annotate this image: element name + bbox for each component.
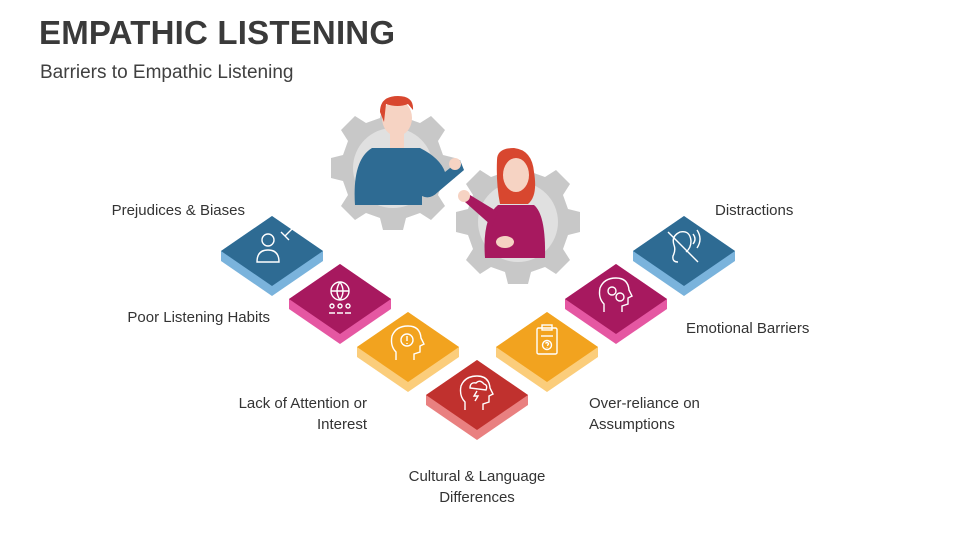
label-distractions: Distractions <box>715 202 794 219</box>
globe-people-icon <box>329 281 351 314</box>
label-over-reliance: Over-reliance on Assumptions <box>589 393 700 435</box>
label-poor-listening: Poor Listening Habits <box>127 309 270 326</box>
label-line: Cultural & Language <box>408 468 546 485</box>
barrier-tile-lack-attention <box>357 312 459 392</box>
ear-crossed-icon <box>667 229 701 263</box>
barrier-tile-distractions <box>633 216 735 296</box>
barrier-tile-over-reliance <box>496 312 598 392</box>
page-subtitle: Barriers to Empathic Listening <box>40 62 294 83</box>
page-title: EMPATHIC LISTENING <box>39 14 396 51</box>
barrier-tile-cultural-language <box>426 360 528 440</box>
label-line: Over-reliance on <box>589 395 700 412</box>
barrier-tile-prejudices <box>221 216 323 296</box>
gear-woman-illustration <box>456 148 580 284</box>
label-emotional: Emotional Barriers <box>686 320 810 337</box>
label-lack-attention: Lack of Attention or Interest <box>239 393 367 435</box>
head-storm-icon <box>459 375 494 410</box>
head-alert-icon <box>390 325 425 360</box>
label-cultural-language: Cultural & Language Differences <box>397 466 557 508</box>
clipboard-question-icon <box>536 324 558 355</box>
barrier-tile-poor-listening <box>289 264 391 344</box>
faces-emotion-icon <box>598 277 633 312</box>
label-line: Differences <box>439 489 515 506</box>
person-gavel-icon <box>256 228 293 263</box>
label-prejudices: Prejudices & Biases <box>111 202 245 219</box>
label-line: Assumptions <box>589 416 675 433</box>
label-line: Lack of Attention or <box>238 395 367 412</box>
barrier-tile-emotional <box>565 264 667 344</box>
label-line: Interest <box>316 416 367 433</box>
gear-man-illustration <box>331 96 464 230</box>
